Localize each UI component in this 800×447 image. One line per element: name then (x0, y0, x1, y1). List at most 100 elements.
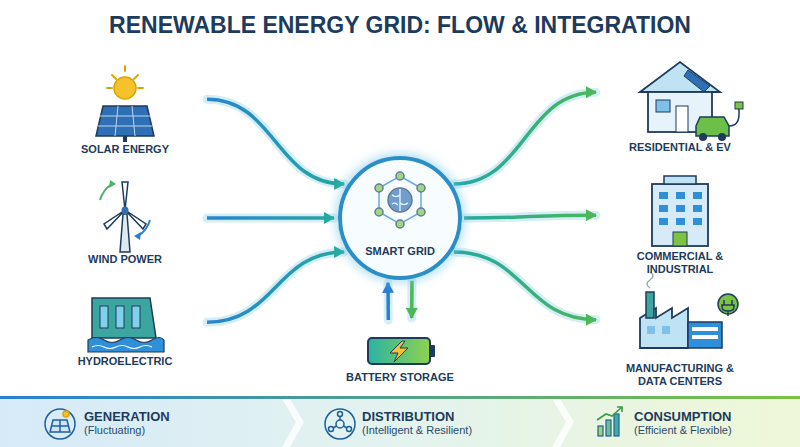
band-generation-icon-part (50, 420, 70, 432)
solar-icon-part (114, 77, 136, 99)
source-node: WIND POWER (45, 172, 205, 270)
wind-icon-part (104, 182, 146, 229)
consumer-node: COMMERCIAL & INDUSTRIAL (600, 172, 760, 280)
office-building-icon-part (664, 176, 696, 184)
connector-glow (207, 214, 334, 223)
storage-node: BATTERY STORAGE (335, 322, 465, 388)
solar-icon-part-part (100, 116, 150, 117)
office-building-icon (652, 176, 708, 246)
office-building-icon-part-part (676, 192, 685, 199)
house-icon-part (676, 106, 688, 132)
node-label: SOLAR ENERGY (81, 143, 169, 156)
node-label: RESIDENTIAL & EV (629, 141, 731, 154)
wind-icon-part (122, 207, 129, 214)
battery-icon-part (430, 345, 435, 357)
stage-band-item: GENERATION(Fluctuating) (40, 402, 270, 444)
band-generation-icon (45, 409, 75, 439)
band-distribution-icon-part (344, 426, 348, 428)
band-distribution-icon-part (338, 412, 343, 417)
solar-icon (96, 66, 154, 142)
stage-band-item: CONSUMPTION(Efficient & Flexible) (590, 402, 795, 444)
solar-icon-part (107, 66, 143, 110)
hydro-icon-part-part (132, 306, 140, 328)
office-building-icon-part-part (659, 218, 668, 225)
band-distribution-icon-part (333, 426, 337, 428)
band-distribution-icon-part (329, 427, 334, 432)
solar-icon-part-part (115, 106, 118, 136)
hydro-icon-part (92, 346, 152, 349)
band-generation-icon-part (45, 409, 75, 439)
hydro-icon (88, 298, 164, 352)
bottom-band-part (552, 399, 574, 447)
factory-icon-part (647, 326, 670, 334)
stage-note: (Intelligent & Resilient) (362, 424, 472, 437)
factory-icon-part-part (692, 335, 718, 339)
wind-icon-part (134, 232, 141, 240)
hydro-icon-part-part (100, 306, 108, 328)
house-icon-part (696, 117, 729, 136)
wind-icon-part-part (122, 182, 128, 210)
node-label: SMART GRID (365, 245, 435, 258)
office-building-icon-part-part (693, 205, 702, 212)
connector-glow (454, 252, 596, 320)
office-building-icon-part-part (693, 218, 702, 225)
wind-icon-part (109, 180, 116, 188)
solar-icon-part-part (138, 87, 143, 89)
connector-glow (464, 215, 596, 218)
connector-group (207, 92, 596, 322)
factory-icon (640, 272, 738, 348)
source-node: SOLAR ENERGY (45, 62, 205, 160)
flow-arrow (386, 283, 390, 320)
factory-icon-part (688, 322, 722, 348)
connector-glow (207, 99, 344, 184)
office-building-icon-part (659, 192, 702, 225)
solar-icon-part (96, 106, 154, 136)
stage-heading: CONSUMPTION (634, 409, 732, 424)
node-label: MANUFACTURING & DATA CENTERS (615, 362, 745, 388)
hydro-icon-part (100, 306, 140, 328)
factory-icon-part (722, 300, 734, 316)
band-consumption-icon-part (617, 407, 622, 412)
factory-icon-part (692, 327, 718, 339)
factory-icon-part-part (692, 327, 718, 331)
office-building-icon-part-part (676, 205, 685, 212)
band-distribution-icon-part (325, 409, 355, 439)
band-consumption-icon (597, 407, 622, 436)
band-generation-icon-part (63, 411, 69, 417)
band-distribution-icon-part (336, 420, 344, 428)
band-consumption-icon-part (614, 414, 619, 436)
battery-icon-part (390, 341, 408, 362)
solar-icon-part (123, 136, 127, 142)
connector-glow (207, 252, 344, 322)
stage-heading: DISTRIBUTION (362, 409, 454, 424)
flow-arrow (207, 216, 334, 220)
source-node: HYDROELECTRIC (45, 280, 205, 372)
house-icon-part (656, 100, 670, 112)
house-icon (640, 62, 743, 141)
stage-note: (Efficient & Flexible) (634, 424, 732, 437)
node-label: HYDROELECTRIC (78, 355, 173, 368)
band-distribution-icon-part (339, 417, 341, 421)
house-icon-part (699, 133, 707, 141)
bottom-band (0, 396, 800, 447)
band-consumption-icon-part (597, 407, 622, 420)
stage-note: (Fluctuating) (84, 424, 145, 437)
office-building-icon-part-part (693, 192, 702, 199)
wind-icon-part (120, 214, 130, 252)
factory-icon-part (646, 292, 654, 318)
flow-arrow (454, 252, 596, 320)
connector-glow (454, 92, 596, 184)
band-generation-icon-part (51, 425, 69, 427)
flow-arrow (410, 281, 414, 318)
hydro-icon-part (92, 298, 156, 338)
bottom-band-part (0, 396, 800, 399)
node-label: COMMERCIAL & INDUSTRIAL (625, 250, 735, 276)
hub-circle: SMART GRID (338, 156, 462, 280)
consumer-node: MANUFACTURING & DATA CENTERS (600, 284, 760, 392)
stage-band-item: DISTRIBUTION(Intelligent & Resilient) (318, 402, 543, 444)
wind-icon-part-part (104, 210, 125, 229)
house-icon-part (735, 102, 743, 109)
office-building-icon-part-part (676, 218, 685, 225)
